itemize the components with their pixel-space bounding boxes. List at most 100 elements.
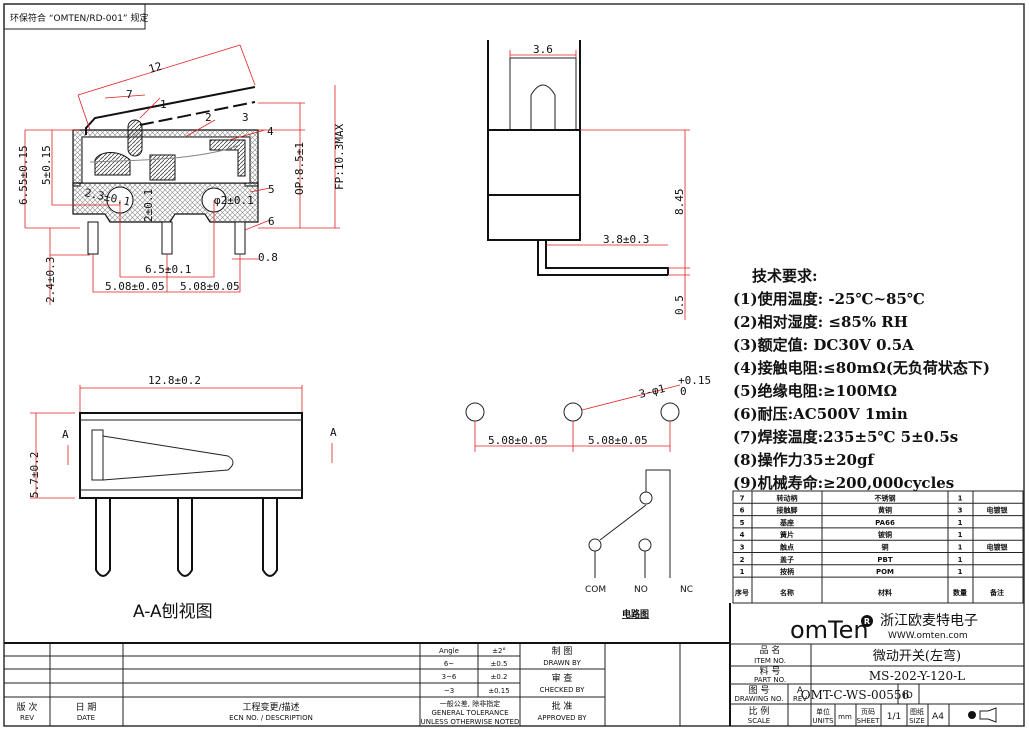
checked-by-en: CHECKED BY [540, 686, 586, 694]
side-view: 3.6 8.45 3.8±0.3 0.5 [487, 40, 690, 320]
bom-cell-name: 盖子 [780, 555, 794, 564]
bom-cell-material: 黄铜 [878, 506, 892, 515]
terminal [161, 221, 173, 255]
bom-cell-name: 触点 [779, 543, 794, 552]
circuit-label-no: NO [634, 585, 648, 595]
tol-range: 3~6 [442, 673, 457, 681]
header-note: 环保符合 “OMTEN/RD-001” 规定 [10, 12, 148, 24]
header-note-box [3, 3, 146, 30]
requirement-item: (2)相对湿度: ≤85% RH [733, 313, 908, 331]
requirement-item: (1)使用温度: -25℃~85℃ [733, 290, 925, 308]
bom-header-note: 备注 [989, 588, 1004, 597]
dim-0-5: 0.5 [673, 295, 686, 315]
tol-value: ±0.2 [491, 673, 508, 681]
requirement-item: (7)焊接温度:235±5℃ 5±0.5s [733, 428, 958, 446]
tol-range: 6~ [444, 660, 454, 668]
dim-2-4: 2.4±0.3 [44, 257, 57, 303]
units-label-en: UNITS [812, 717, 834, 725]
item-label-cn: 品 名 [760, 644, 781, 656]
title-block: 版 次 REV 日 期 DATE 工程变更/描述 ECN NO. / DESCR… [4, 603, 1024, 726]
dim-3-8: 3.8±0.3 [603, 233, 649, 246]
dim-pitch-1: 5.08±0.05 [105, 280, 165, 293]
section-view: 12.8±0.2 5.7±0.2 A A A-A刨视图 [28, 374, 337, 622]
units-value: mm [838, 713, 852, 721]
dim-fp: FP:10.3MAX [333, 123, 346, 190]
dim-0-8: 0.8 [258, 251, 278, 264]
bom-cell-material: POM [876, 568, 894, 576]
callout-6: 6 [268, 215, 275, 228]
units-label-cn: 单位 [816, 707, 830, 716]
bom-cell-qty: 1 [958, 519, 963, 527]
dim-holes: 3-φ1 [638, 382, 667, 401]
dim-hole-pitch-1: 5.08±0.05 [488, 434, 548, 447]
dim-lever-length: 12 [147, 60, 163, 76]
rev-label-cn: 版 次 [17, 701, 38, 713]
front-view: 12 7 1 2 3 4 5 6 6.55±0.15 5±0.15 OP:8.5… [17, 44, 346, 305]
circuit-title: 电路图 [622, 608, 649, 620]
section-mark-right: A [330, 426, 337, 439]
terminal [87, 221, 99, 255]
scale-label-cn: 比 例 [749, 705, 770, 717]
drawing-frame [3, 3, 1025, 727]
drawn-by-en: DRAWN BY [543, 659, 581, 667]
dim-6-55: 6.55±0.15 [17, 145, 30, 205]
bom-cell-material: 不锈钢 [875, 493, 896, 502]
dim-pitch-2: 5.08±0.05 [180, 280, 240, 293]
callout-7: 7 [126, 88, 133, 101]
section-mark-left: A [62, 428, 69, 441]
size-value: A4 [932, 712, 944, 722]
bom-cell-qty: 1 [958, 568, 963, 576]
circuit-label-nc: NC [680, 585, 693, 595]
general-tolerance-cn: 一般公差, 除非指定 [440, 699, 500, 708]
bom-cell-name: 簧片 [780, 530, 794, 539]
size-label-en: SIZE [909, 717, 925, 725]
bom-cell-no: 4 [740, 531, 745, 539]
circuit-label-com: COM [585, 585, 606, 595]
bom-cell-name: 按柄 [780, 567, 794, 576]
bom-cell-qty: 1 [958, 556, 963, 564]
bom-cell-no: 2 [740, 556, 745, 564]
sheet-label-en: SHEET [857, 717, 881, 725]
drawing-label-en: DRAWING NO. [735, 695, 784, 703]
requirement-item: (6)耐压:AC500V 1min [733, 405, 908, 423]
tol-range: Angle [439, 647, 459, 655]
dim-hole-pitch-2: 5.08±0.05 [588, 434, 648, 447]
sheet-label-cn: 页码 [861, 708, 875, 716]
bom-header-material: 材料 [877, 588, 892, 597]
dim-8-45: 8.45 [673, 189, 686, 216]
bom-cell-name: 接触脚 [777, 506, 798, 515]
desc-label-en: ECN NO. / DESCRIPTION [229, 714, 313, 722]
id-label: ID [903, 691, 913, 701]
hole-pattern: 3-φ1 +0.15 0 5.08±0.05 5.08±0.05 [465, 374, 711, 452]
registered-mark-icon [861, 615, 873, 627]
callout-2: 2 [205, 111, 212, 124]
bom-cell-material: PBT [877, 556, 892, 564]
company-name: 浙江欧麦特电子 [880, 613, 978, 629]
bom-cell-no: 5 [740, 519, 745, 527]
svg-text:R: R [864, 617, 870, 626]
plunger [127, 119, 143, 157]
date-label-cn: 日 期 [76, 702, 97, 713]
dim-op: OP:8.5±1 [293, 142, 306, 195]
drawn-by-cn: 制 图 [552, 645, 573, 657]
requirements-title: 技术要求: [752, 267, 818, 285]
dim-hole-dia: φ2±0.1 [214, 194, 254, 207]
dim-holes-upper-tol: +0.15 [678, 374, 711, 387]
bom-cell-name: 转动柄 [777, 493, 798, 502]
projection-symbol-icon [968, 707, 997, 723]
dim-6-5: 6.5±0.1 [145, 263, 191, 276]
company-website: WWW.omten.com [888, 631, 968, 641]
plunger-side [509, 57, 577, 131]
desc-label-cn: 工程变更/描述 [242, 701, 299, 713]
bom-cell-qty: 1 [958, 531, 963, 539]
requirement-item: (5)绝缘电阻:≥100MΩ [733, 382, 897, 400]
bom-cell-material: 铜 [882, 543, 889, 552]
lever [85, 86, 256, 135]
part-number: MS-202-Y-120-L [869, 669, 965, 683]
item-name: 微动开关(左弯) [873, 648, 961, 664]
bom-cell-note: 电镀银 [987, 506, 1009, 515]
bom-cell-material: PA66 [875, 519, 895, 527]
dim-holes-lower-tol: 0 [680, 385, 687, 398]
